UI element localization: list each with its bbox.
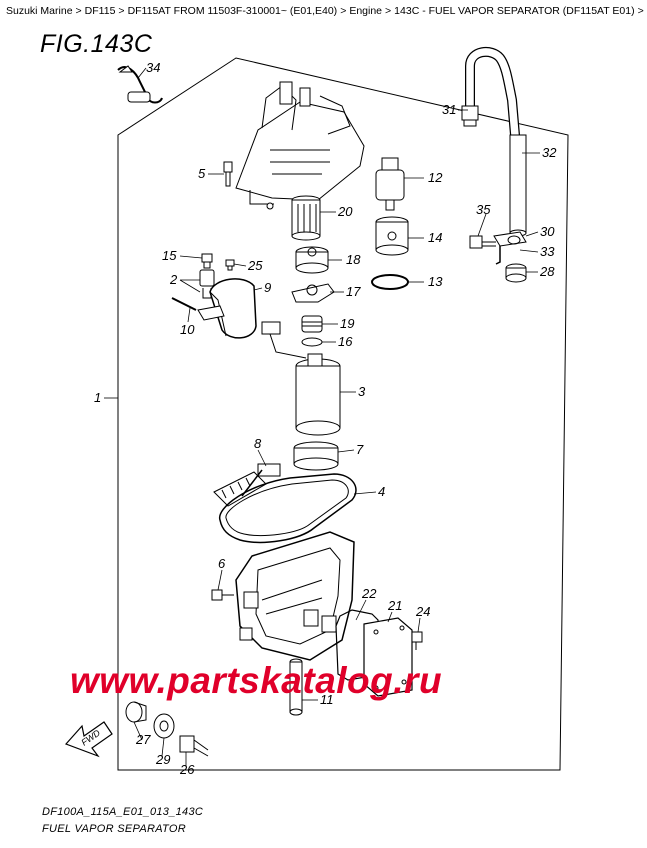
part-number[interactable]: 15 (162, 248, 177, 263)
part-12-valve-drawing (375, 157, 405, 211)
part-number[interactable]: 2 (169, 272, 178, 287)
breadcrumb-separator: > (118, 5, 125, 17)
breadcrumb-trailing-separator: > (637, 5, 644, 17)
part-number[interactable]: 33 (540, 244, 555, 259)
breadcrumb-separator: > (340, 5, 347, 17)
part-4-gasket-drawing (219, 473, 357, 544)
watermark: www.partskatalog.ru (70, 660, 443, 701)
part-number[interactable]: 30 (540, 224, 555, 239)
part-9-cover-drawing (197, 278, 257, 339)
separator-housing-drawing (235, 531, 355, 661)
figure-caption: FUEL VAPOR SEPARATOR (42, 823, 186, 835)
part-number[interactable]: 22 (361, 586, 377, 601)
part-30-33-clamp-drawing (493, 231, 527, 265)
part-13-o-ring-drawing (371, 274, 409, 290)
part-10-pin-drawing (171, 297, 197, 311)
wire-harness-drawing (261, 321, 307, 359)
leader-lines (104, 67, 540, 766)
breadcrumb-separator: > (75, 5, 82, 17)
part-number[interactable]: 34 (146, 60, 160, 75)
breadcrumb-separator: > (385, 5, 392, 17)
part-18-drawing (295, 246, 329, 274)
part-number[interactable]: 20 (337, 204, 353, 219)
part-5-screw-drawing (223, 161, 233, 187)
separator-cap-drawing (235, 81, 365, 210)
breadcrumb-item-1[interactable]: DF115 (84, 5, 116, 17)
part-number[interactable]: 31 (442, 102, 456, 117)
part-number[interactable]: 35 (476, 202, 491, 217)
figure-code: DF100A_115A_E01_013_143C (42, 806, 204, 818)
part-31-clamp-drawing (461, 105, 479, 127)
part-number[interactable]: 3 (358, 384, 366, 399)
part-25-drawing (225, 259, 235, 271)
part-number[interactable]: 1 (94, 390, 101, 405)
forward-direction-arrow: FWD (64, 721, 113, 758)
part-number[interactable]: 16 (338, 334, 353, 349)
part-number[interactable]: 24 (415, 604, 430, 619)
part-29-washer-drawing (153, 713, 175, 739)
part-16-drawing (301, 337, 323, 347)
part-20-filter-drawing (291, 195, 321, 241)
parts-diagram: FWD 34 (64, 46, 569, 777)
part-numbers: 34 31 32 5 12 20 35 30 14 15 25 18 33 2 … (94, 60, 557, 777)
part-6-screw-drawing (211, 589, 234, 601)
assembly-bracket (117, 57, 569, 771)
part-27-plug-drawing (125, 701, 147, 723)
part-number[interactable]: 27 (135, 732, 151, 747)
part-number[interactable]: 32 (542, 145, 557, 160)
part-number[interactable]: 21 (387, 598, 402, 613)
breadcrumb: Suzuki Marine>DF115>DF115AT FROM 11503F-… (6, 4, 644, 18)
part-number[interactable]: 10 (180, 322, 195, 337)
part-17-drawing (291, 283, 335, 303)
part-7-drawing (293, 441, 339, 471)
part-15-drawing (201, 253, 213, 269)
part-14-drawing (375, 216, 409, 256)
part-number[interactable]: 5 (198, 166, 206, 181)
part-number[interactable]: 12 (428, 170, 443, 185)
part-number[interactable]: 11 (320, 692, 334, 707)
breadcrumb-item-3[interactable]: Engine (349, 5, 383, 17)
part-number[interactable]: 29 (155, 752, 170, 767)
part-number[interactable]: 13 (428, 274, 443, 289)
part-number[interactable]: 4 (378, 484, 385, 499)
part-26-bolt-drawing (179, 735, 209, 757)
part-number[interactable]: 28 (539, 264, 555, 279)
part-number[interactable]: 17 (346, 284, 361, 299)
part-number[interactable]: 6 (218, 556, 226, 571)
part-19-drawing (301, 315, 323, 333)
part-number[interactable]: 18 (346, 252, 361, 267)
part-34-clip-drawing (117, 65, 163, 104)
part-11-pipe-drawing (289, 658, 303, 716)
breadcrumb-item-0[interactable]: Suzuki Marine (6, 5, 73, 17)
part-number[interactable]: 14 (428, 230, 442, 245)
part-number[interactable]: 7 (356, 442, 364, 457)
part-35-bolt-drawing (469, 235, 496, 249)
figure-title: FIG.143C (40, 30, 153, 58)
part-28-grommet-drawing (505, 263, 527, 283)
part-number[interactable]: 26 (179, 762, 195, 777)
part-3-fuel-pump-drawing (295, 353, 341, 436)
part-number[interactable]: 8 (254, 436, 262, 451)
part-21-plate-drawing (363, 617, 413, 697)
part-32-hose-drawing (465, 46, 527, 237)
part-number[interactable]: 9 (264, 280, 271, 295)
part-24-screw-drawing (411, 631, 423, 650)
part-number[interactable]: 25 (247, 258, 263, 273)
breadcrumb-item-4[interactable]: 143C - FUEL VAPOR SEPARATOR (DF115AT E01… (394, 5, 635, 17)
part-8-filter-drawing (213, 463, 281, 507)
breadcrumb-item-2[interactable]: DF115AT FROM 11503F-310001~ (E01,E40) (127, 5, 338, 17)
part-number[interactable]: 19 (340, 316, 354, 331)
